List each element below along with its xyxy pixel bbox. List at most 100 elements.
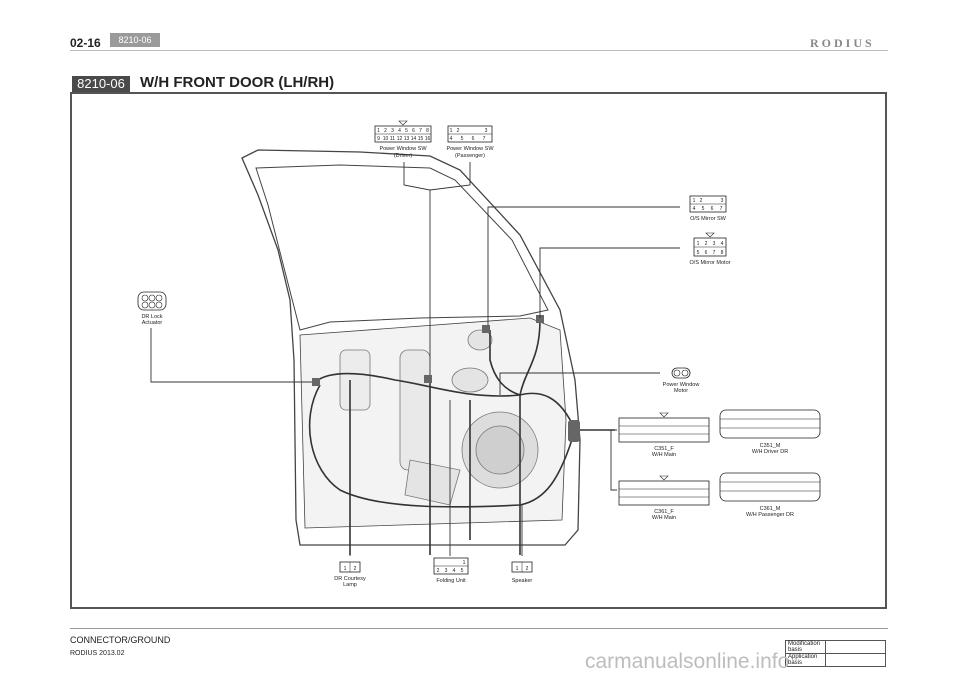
connector-c361-m: C361_M W/H Passenger DR	[719, 472, 821, 518]
watermark: carmanualsonline.info	[585, 650, 790, 673]
connector-plugs	[312, 315, 580, 442]
pin-os-mirror-sw: 2	[700, 198, 703, 204]
pin-os-mirror-motor: 6	[705, 250, 708, 256]
pw-driver-sub: (Driver)	[394, 153, 412, 159]
pin-folding: 1	[463, 560, 466, 566]
footer-title: CONNECTOR/GROUND	[70, 635, 171, 645]
pin-os-mirror-sw: 5	[702, 206, 705, 212]
speaker-label: Speaker	[512, 578, 533, 584]
pin-pw-driver: 4	[398, 128, 401, 134]
pin-os-mirror-motor: 2	[705, 241, 708, 247]
pin-os-mirror-sw: 3	[721, 198, 724, 204]
dr-lock-label: DR Lock	[141, 314, 162, 320]
revision-row-2: Application basis	[785, 653, 826, 667]
pin-pw-driver: 16	[425, 136, 431, 142]
c351m-sub: W/H Driver DR	[752, 449, 788, 455]
section-title: W/H FRONT DOOR (LH/RH)	[140, 74, 335, 91]
pin-pw-passenger: 3	[485, 128, 488, 134]
pin-os-mirror-motor: 4	[721, 241, 724, 247]
pin-speaker: 2	[526, 566, 529, 572]
pin-folding: 5	[461, 568, 464, 574]
connector-c351-m: C351_M W/H Driver DR	[719, 409, 821, 455]
header-code-tab: 8210-06	[110, 33, 160, 47]
pin-pw-driver: 6	[412, 128, 415, 134]
pin-pw-driver: 3	[391, 128, 394, 134]
section-code: 8210-06	[72, 76, 130, 92]
dr-lock-sub: Actuator	[142, 320, 163, 326]
pin-pw-driver: 7	[419, 128, 422, 134]
wiring-harness	[308, 319, 615, 555]
inner-panel-details	[339, 329, 539, 506]
revision-row-1: Modification basis	[785, 640, 826, 654]
pin-pw-passenger: 7	[483, 136, 486, 142]
pin-folding: 4	[453, 568, 456, 574]
connector-c361-f: C361_F W/H Main	[618, 475, 710, 521]
pin-pw-driver: 9	[377, 136, 380, 142]
folding-label: Folding Unit	[436, 578, 466, 584]
courtesy-label: DR Courtesy	[334, 576, 366, 582]
pin-os-mirror-motor: 3	[713, 241, 716, 247]
pin-speaker: 1	[516, 566, 519, 572]
pin-pw-passenger: 2	[457, 128, 460, 134]
pin-folding: 2	[437, 568, 440, 574]
brand-logo: RODIUS	[810, 36, 875, 50]
pw-driver-label: Power Window SW	[379, 146, 427, 152]
c361f-label: C361_F	[654, 509, 674, 515]
pin-os-mirror-sw: 1	[693, 198, 696, 204]
pin-os-mirror-sw: 6	[711, 206, 714, 212]
pin-pw-driver: 15	[418, 136, 424, 142]
c351f-sub: W/H Main	[652, 452, 676, 458]
pin-pw-driver: 1	[377, 128, 380, 134]
connector-folding-unit: Folding Unit	[433, 557, 469, 584]
pin-courtesy: 2	[354, 566, 357, 572]
footer-subtitle: RODIUS 2013.02	[70, 650, 125, 657]
os-mirror-sw-label: O/S Mirror SW	[690, 216, 727, 222]
os-mirror-motor-label: O/S Mirror Motor	[690, 260, 731, 266]
connector-os-mirror-motor: O/S Mirror Motor	[690, 232, 731, 266]
connector-c351-f: C351_F W/H Main	[618, 412, 710, 458]
pin-pw-driver: 10	[383, 136, 389, 142]
pin-pw-driver: 8	[426, 128, 429, 134]
pin-pw-driver: 5	[405, 128, 408, 134]
pin-folding: 3	[445, 568, 448, 574]
footer-divider	[70, 628, 888, 629]
connector-pw-switch-driver: Power Window SW (Driver)	[374, 120, 432, 159]
c361m-label: C361_M	[760, 506, 781, 512]
diagram-frame	[70, 92, 887, 609]
pw-passenger-label: Power Window SW	[446, 146, 494, 152]
connector-courtesy-lamp: DR Courtesy Lamp	[334, 561, 366, 588]
revision-table: Modification basis Application basis	[785, 640, 886, 667]
connector-os-mirror-switch: O/S Mirror SW	[689, 195, 727, 222]
connector-speaker: Speaker	[511, 561, 533, 584]
pw-passenger-sub: (Passenger)	[455, 153, 485, 159]
pin-os-mirror-sw: 7	[720, 206, 723, 212]
header-divider	[70, 50, 888, 51]
leader-lines	[150, 162, 680, 556]
pin-courtesy: 1	[344, 566, 347, 572]
c361m-sub: W/H Passenger DR	[746, 512, 794, 518]
pin-os-mirror-motor: 1	[697, 241, 700, 247]
connector-dr-lock-actuator: DR Lock Actuator	[137, 291, 167, 326]
pin-pw-passenger: 5	[461, 136, 464, 142]
page-number: 02-16	[70, 36, 101, 50]
pw-motor-sub: Motor	[674, 388, 688, 394]
pin-pw-passenger: 4	[450, 136, 453, 142]
pin-pw-driver: 13	[404, 136, 410, 142]
pw-motor-label: Power Window	[663, 382, 700, 388]
c351f-label: C351_F	[654, 446, 674, 452]
connector-pw-motor: Power Window Motor	[663, 367, 700, 394]
pin-os-mirror-sw: 4	[693, 206, 696, 212]
pin-os-mirror-motor: 7	[713, 250, 716, 256]
pin-pw-driver: 14	[411, 136, 417, 142]
pin-pw-driver: 12	[397, 136, 403, 142]
c351m-label: C351_M	[760, 443, 781, 449]
pin-pw-passenger: 1	[450, 128, 453, 134]
c361f-sub: W/H Main	[652, 515, 676, 521]
pin-pw-driver: 11	[390, 136, 395, 142]
pin-pw-driver: 2	[384, 128, 387, 134]
courtesy-sub: Lamp	[343, 582, 357, 588]
pin-os-mirror-motor: 5	[697, 250, 700, 256]
connector-pw-switch-passenger: Power Window SW (Passenger)	[446, 125, 494, 159]
pin-pw-passenger: 6	[472, 136, 475, 142]
